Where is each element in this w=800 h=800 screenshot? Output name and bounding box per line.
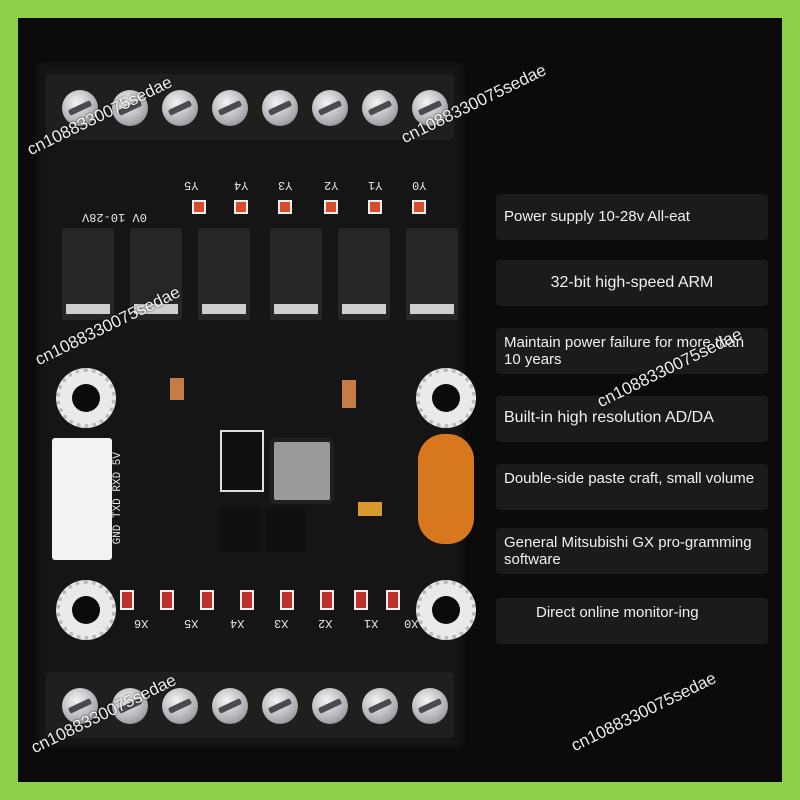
output-led (234, 200, 248, 214)
terminal-screw (262, 90, 298, 126)
capacitor (358, 502, 382, 516)
product-image: 0V 10-28V Y5 Y4 Y3 Y2 Y1 Y0 GND TXD RXD … (18, 18, 782, 782)
mosfet (62, 228, 114, 320)
output-label: Y4 (234, 178, 249, 192)
terminal-screw (112, 688, 148, 724)
output-label: Y2 (324, 178, 339, 192)
input-label: X0 (404, 616, 419, 630)
mounting-hole (56, 368, 116, 428)
feature-box: Maintain power failure for more than 10 … (496, 328, 768, 374)
output-label: Y0 (412, 178, 427, 192)
input-led (354, 590, 368, 610)
mosfet (270, 228, 322, 320)
plc-board: 0V 10-28V Y5 Y4 Y3 Y2 Y1 Y0 GND TXD RXD … (34, 60, 476, 750)
watermark: cn1088330075sedae (568, 668, 720, 756)
terminal-screw (162, 688, 198, 724)
input-label: X3 (274, 616, 289, 630)
terminal-screw (412, 688, 448, 724)
input-led (320, 590, 334, 610)
output-led (324, 200, 338, 214)
feature-box: Built-in high resolution AD/DA (496, 396, 768, 442)
bottom-terminal-block (46, 672, 454, 738)
inductor (270, 438, 334, 504)
terminal-screw (162, 90, 198, 126)
input-label: X2 (318, 616, 333, 630)
regulator-chip (220, 508, 260, 552)
terminal-screw (362, 688, 398, 724)
input-label: X4 (230, 616, 245, 630)
mosfet (406, 228, 458, 320)
output-led (412, 200, 426, 214)
terminal-screw (312, 688, 348, 724)
regulator-chip (266, 508, 306, 552)
mounting-hole (416, 368, 476, 428)
input-label: X6 (134, 616, 149, 630)
feature-box: Double-side paste craft, small volume (496, 464, 768, 510)
terminal-screw (112, 90, 148, 126)
feature-box: Direct online monitor-ing (496, 598, 768, 644)
feature-box: Power supply 10-28v All-eat (496, 194, 768, 240)
output-label: Y3 (278, 178, 293, 192)
mounting-hole (56, 580, 116, 640)
voltage-silkscreen: 0V 10-28V (82, 210, 147, 224)
input-led (200, 590, 214, 610)
input-led (160, 590, 174, 610)
terminal-screw (62, 90, 98, 126)
serial-silkscreen: GND TXD RXD 5V (112, 452, 124, 545)
output-led (278, 200, 292, 214)
capacitor (170, 378, 184, 400)
backup-battery (418, 434, 474, 544)
mosfet (198, 228, 250, 320)
input-led (280, 590, 294, 610)
chip (220, 430, 264, 492)
capacitor (342, 380, 356, 408)
mosfet (338, 228, 390, 320)
output-label: Y5 (184, 178, 199, 192)
input-led (386, 590, 400, 610)
output-label: Y1 (368, 178, 383, 192)
terminal-screw (212, 90, 248, 126)
terminal-screw (212, 688, 248, 724)
top-terminal-block (46, 74, 454, 140)
input-led (240, 590, 254, 610)
input-label: X7 (94, 616, 109, 630)
serial-connector (52, 438, 112, 560)
output-led (192, 200, 206, 214)
mosfet (130, 228, 182, 320)
input-label: X5 (184, 616, 199, 630)
terminal-screw (362, 90, 398, 126)
input-led (120, 590, 134, 610)
terminal-screw (62, 688, 98, 724)
output-led (368, 200, 382, 214)
input-label: X1 (364, 616, 379, 630)
terminal-screw (412, 90, 448, 126)
feature-box: General Mitsubishi GX pro-gramming softw… (496, 528, 768, 574)
mounting-hole (416, 580, 476, 640)
terminal-screw (262, 688, 298, 724)
feature-box: 32-bit high-speed ARM (496, 260, 768, 306)
terminal-screw (312, 90, 348, 126)
